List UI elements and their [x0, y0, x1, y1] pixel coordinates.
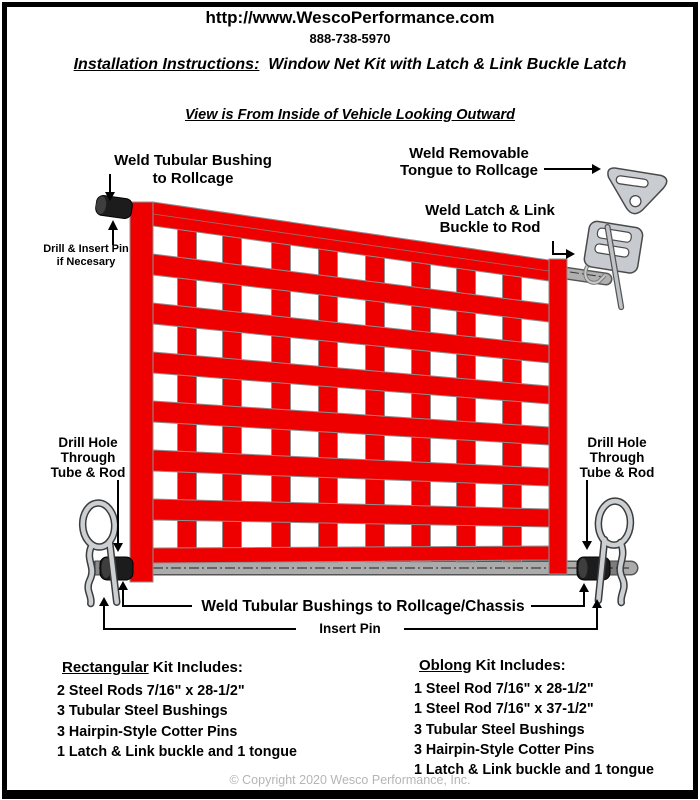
label-weld-bushings-bottom: Weld Tubular Bushings to Rollcage/Chassi… — [201, 598, 525, 615]
window-net — [129, 201, 568, 583]
site-url: http://www.WescoPerformance.com — [205, 8, 495, 27]
rectangular-kit-list: Rectangular Kit Includes: 2 Steel Rods 7… — [57, 659, 367, 762]
kit-item: 1 Latch & Link buckle and 1 tongue — [57, 743, 297, 760]
kit-item: 3 Tubular Steel Bushings — [57, 703, 228, 720]
net-left-edge-strap — [129, 201, 154, 583]
label-weld-bushing-top: Weld Tubular Bushing to Rollcage — [114, 152, 272, 187]
left-cotter-pin — [78, 499, 121, 608]
kit-item: 2 Steel Rods 7/16" x 28-1/2" — [57, 683, 245, 699]
net-horizontal-strap — [152, 351, 550, 405]
copyright-notice: © Copyright 2020 Wesco Performance, Inc. — [229, 773, 471, 787]
kit-item: 3 Hairpin-Style Cotter Pins — [57, 723, 238, 740]
net-horizontal-strap — [152, 498, 550, 528]
latch-link-buckle — [583, 220, 644, 311]
title-prefix: Installation Instructions: — [73, 56, 260, 73]
right-cotter-pin — [594, 497, 635, 607]
page-title: Installation Instructions: Window Net Ki… — [0, 56, 700, 74]
removable-tongue — [607, 167, 668, 215]
kit-item: 3 Hairpin-Style Cotter Pins — [414, 741, 595, 758]
label-drill-hole-left: Drill Hole Through Tube & Rod — [50, 435, 126, 480]
net-horizontal-strap — [152, 449, 550, 487]
oblong-kit-list: Oblong Kit Includes: 1 Steel Rod 7/16" x… — [414, 657, 700, 780]
net-horizontal-strap — [152, 400, 550, 446]
label-drill-insert-pin: Drill & Insert Pin if Necesary — [43, 243, 129, 268]
label-weld-buckle: Weld Latch & Link Buckle to Rod — [425, 202, 555, 236]
title-main: Window Net Kit with Latch & Link Buckle … — [268, 56, 627, 73]
kit-item: 1 Steel Rod 7/16" x 37-1/2" — [414, 701, 594, 718]
kit-item: 1 Steel Rod 7/16" x 28-1/2" — [414, 681, 594, 697]
kit-item: 1 Latch & Link buckle and 1 tongue — [414, 762, 654, 779]
view-note: View is From Inside of Vehicle Looking O… — [184, 107, 516, 123]
oblong-kit-heading: Oblong Kit Includes: — [419, 657, 566, 674]
net-right-edge-strap — [548, 258, 568, 575]
phone-number: 888-738-5970 — [309, 31, 391, 46]
label-insert-pin: Insert Pin — [319, 621, 381, 636]
annotation-arrows — [99, 164, 602, 630]
net-bottom-strap — [152, 545, 550, 564]
kit-item: 3 Tubular Steel Bushings — [414, 721, 585, 738]
label-drill-hole-right: Drill Hole Through Tube & Rod — [579, 435, 655, 480]
top-left-bushing — [95, 194, 133, 220]
rectangular-kit-heading: Rectangular Kit Includes: — [62, 659, 243, 676]
label-weld-tongue: Weld Removable Tongue to Rollcage — [399, 145, 539, 179]
